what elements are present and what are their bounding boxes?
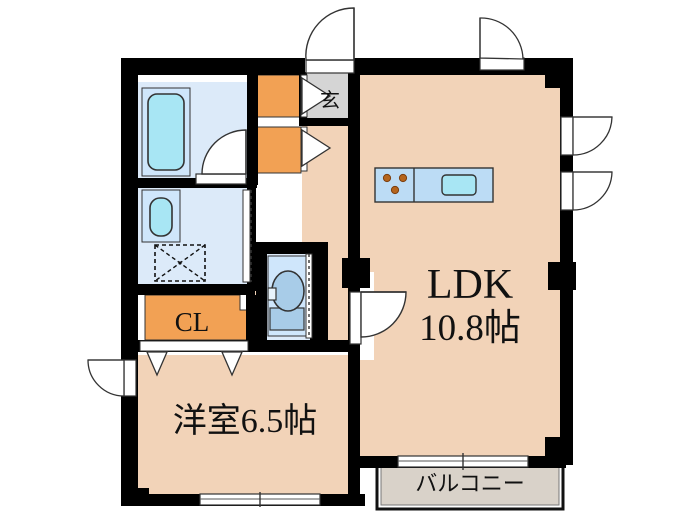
bedroom-label: 洋室6.5帖 [173, 402, 318, 440]
bedroom-floor [133, 355, 352, 500]
shoe-cabinet-lower [256, 126, 302, 174]
balcony-label: バルコニー [415, 471, 525, 496]
bath-door[interactable] [195, 129, 247, 185]
balcony-door[interactable] [397, 453, 529, 470]
ldk-entry-door[interactable] [349, 291, 407, 345]
washroom-door[interactable] [242, 189, 252, 283]
vanity-sink [141, 189, 181, 243]
bathtub [141, 87, 191, 177]
ldk-top-window[interactable] [479, 17, 525, 71]
shoe-cabinet-upper [256, 74, 302, 118]
bedroom-left-window[interactable] [87, 359, 137, 397]
toilet [267, 255, 309, 337]
washing-machine-space [154, 244, 206, 282]
bedroom-bottom-window[interactable] [199, 492, 321, 507]
ldk-label: LDK [427, 262, 513, 308]
entrance-door[interactable] [305, 7, 355, 74]
entrance-label: 玄 [320, 89, 340, 112]
three-burner-stove [382, 173, 408, 195]
kitchen-sink [441, 174, 477, 196]
kitchen-counter [374, 167, 494, 203]
ldk-right-window-upper[interactable] [560, 116, 613, 156]
toilet-door[interactable] [305, 253, 313, 339]
shoe-cabinets [256, 74, 302, 174]
closet-label: CL [175, 307, 210, 337]
closet-doors[interactable] [139, 340, 249, 377]
ldk-floor [360, 62, 568, 462]
ldk-right-window-lower[interactable] [560, 171, 613, 211]
walls [121, 58, 576, 506]
shoe-cabinet-door-arrows[interactable] [300, 74, 332, 172]
ldk-size-label: 10.8帖 [419, 308, 521, 349]
